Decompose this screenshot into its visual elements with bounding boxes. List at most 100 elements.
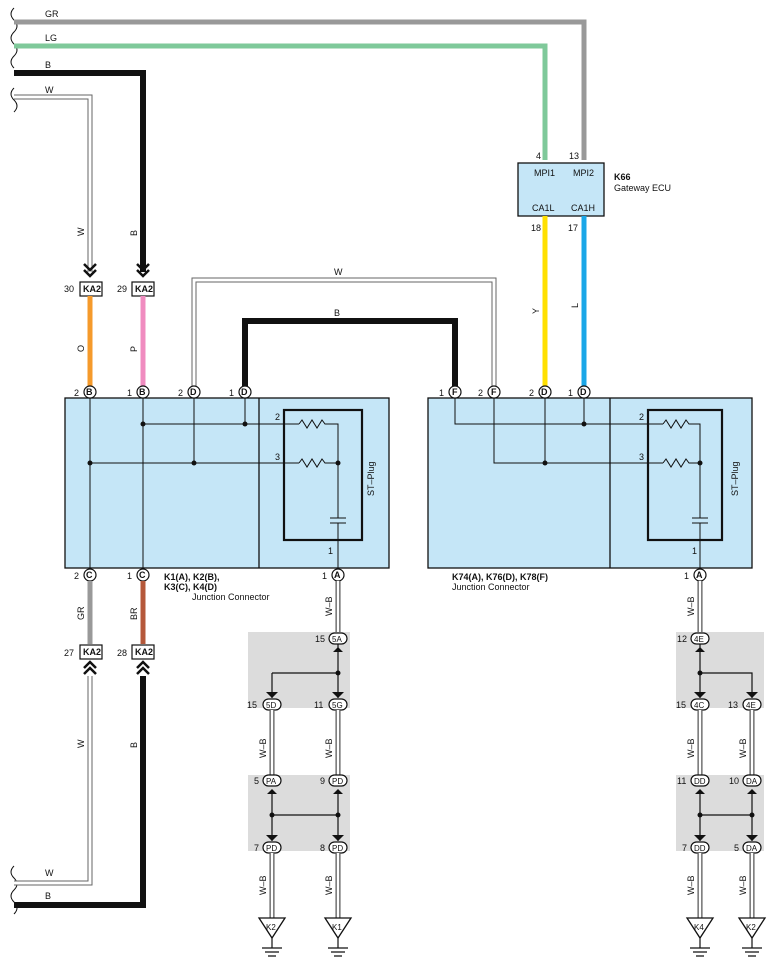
wire-p: P [129, 296, 146, 386]
svg-text:5G: 5G [332, 701, 343, 710]
svg-text:11: 11 [677, 776, 686, 786]
svg-text:W: W [76, 739, 86, 748]
connector-ka2-28: 28 KA2 [117, 644, 155, 660]
svg-text:B: B [86, 387, 93, 397]
svg-text:1: 1 [127, 388, 132, 398]
svg-text:B: B [334, 308, 340, 318]
wire-br-lower: BR [129, 581, 146, 644]
svg-text:18: 18 [531, 223, 541, 233]
svg-text:K2: K2 [266, 923, 276, 932]
svg-text:A: A [696, 570, 703, 580]
svg-text:KA2: KA2 [83, 284, 101, 294]
svg-text:C: C [139, 570, 146, 580]
svg-text:DA: DA [746, 844, 758, 853]
svg-text:1: 1 [229, 388, 234, 398]
svg-text:P: P [129, 346, 139, 352]
svg-text:MPI2: MPI2 [573, 168, 594, 178]
svg-text:K2: K2 [746, 923, 756, 932]
svg-text:1: 1 [439, 388, 444, 398]
junction-right-top-pins: 1 F 2 F 2 D 1 D [439, 385, 591, 399]
ground-tree-right: W–B 12 4E 15 4C 13 4E W–B W–B 11 DD 10 D… [676, 581, 767, 957]
svg-text:8: 8 [320, 843, 325, 853]
svg-text:11: 11 [314, 700, 323, 710]
wire-label-gr: GR [45, 9, 59, 19]
bridge-wire-w: W [191, 267, 497, 386]
junction-left-top-pins: 2 B 1 B 2 D 1 D [74, 385, 252, 399]
svg-text:K1: K1 [332, 923, 342, 932]
svg-text:B: B [139, 387, 146, 397]
svg-text:D: D [190, 387, 197, 397]
wire-label-lg: LG [45, 33, 57, 43]
svg-text:15: 15 [676, 700, 686, 710]
svg-text:W–B: W–B [738, 738, 748, 758]
wire-l: L [570, 216, 587, 386]
wire-b-harness-bottom: B B [14, 676, 146, 908]
svg-text:2: 2 [74, 388, 79, 398]
svg-text:D: D [580, 387, 587, 397]
svg-text:5: 5 [734, 843, 739, 853]
svg-text:W–B: W–B [686, 738, 696, 758]
svg-text:W–B: W–B [324, 875, 334, 895]
chevron-icon [83, 660, 150, 675]
svg-text:1: 1 [692, 546, 697, 556]
ground-icon: K1 [323, 917, 353, 957]
svg-text:13: 13 [569, 151, 579, 161]
svg-text:W–B: W–B [324, 738, 334, 758]
wire-o: O [76, 296, 93, 386]
ground-icon: K2 [257, 917, 287, 957]
svg-text:28: 28 [117, 648, 127, 658]
svg-text:ST–Plug: ST–Plug [730, 461, 740, 496]
svg-text:L: L [570, 303, 580, 308]
wire-w-harness-top: W W [14, 85, 93, 272]
junction-connector-right: ST–Plug 2 3 1 K74(A), K76(D), K78(F) Jun… [427, 397, 753, 592]
svg-text:W: W [334, 267, 343, 277]
svg-text:KA2: KA2 [135, 647, 153, 657]
svg-text:PA: PA [266, 777, 277, 786]
wire-label-w-top: W [45, 85, 54, 95]
ground-icon: K2 [737, 917, 767, 957]
svg-text:W–B: W–B [324, 596, 334, 616]
svg-text:2: 2 [275, 412, 280, 422]
svg-text:W–B: W–B [686, 875, 696, 895]
svg-text:2: 2 [478, 388, 483, 398]
svg-text:CA1H: CA1H [571, 203, 595, 213]
chevron-icon [83, 263, 150, 278]
svg-text:4E: 4E [694, 635, 704, 644]
svg-text:1: 1 [328, 546, 333, 556]
svg-text:2: 2 [639, 412, 644, 422]
svg-text:7: 7 [682, 843, 687, 853]
junction-left-desc: Junction Connector [192, 592, 270, 602]
harness-break-marks [10, 7, 18, 915]
svg-text:PD: PD [332, 844, 343, 853]
svg-text:C: C [86, 570, 93, 580]
wire-label-b-bottom: B [45, 891, 51, 901]
svg-text:3: 3 [639, 452, 644, 462]
svg-text:D: D [541, 387, 548, 397]
svg-text:9: 9 [320, 776, 325, 786]
ground-tree-left: W–B 15 5A 15 5D 11 5G W–B W–B 5 PA 9 PD … [247, 581, 353, 957]
svg-text:W–B: W–B [258, 738, 268, 758]
svg-text:O: O [76, 345, 86, 352]
svg-text:F: F [491, 387, 497, 397]
svg-text:1: 1 [322, 571, 327, 581]
gateway-ecu-k66: 4 13 MPI1 MPI2 CA1L CA1H K66 Gateway ECU… [517, 151, 671, 233]
svg-text:2: 2 [529, 388, 534, 398]
ecu-name: Gateway ECU [614, 183, 671, 193]
wire-b-harness-top: B B [14, 60, 146, 272]
connector-ka2-27: 27 KA2 [64, 644, 103, 660]
svg-text:15: 15 [315, 634, 325, 644]
wire-gr-harness: GR [14, 9, 587, 160]
svg-text:4C: 4C [694, 701, 704, 710]
ground-icon: K4 [685, 917, 715, 957]
svg-text:W–B: W–B [258, 875, 268, 895]
svg-text:12: 12 [677, 634, 687, 644]
wire-w-harness-bottom: W W [14, 676, 93, 886]
svg-text:W–B: W–B [686, 596, 696, 616]
junction-left-names-1: K1(A), K2(B), [164, 572, 220, 582]
svg-text:3: 3 [275, 452, 280, 462]
svg-text:Y: Y [531, 308, 541, 314]
junction-right-names: K74(A), K76(D), K78(F) [452, 572, 548, 582]
svg-text:17: 17 [568, 223, 578, 233]
svg-text:1: 1 [127, 571, 132, 581]
svg-text:DD: DD [694, 777, 706, 786]
